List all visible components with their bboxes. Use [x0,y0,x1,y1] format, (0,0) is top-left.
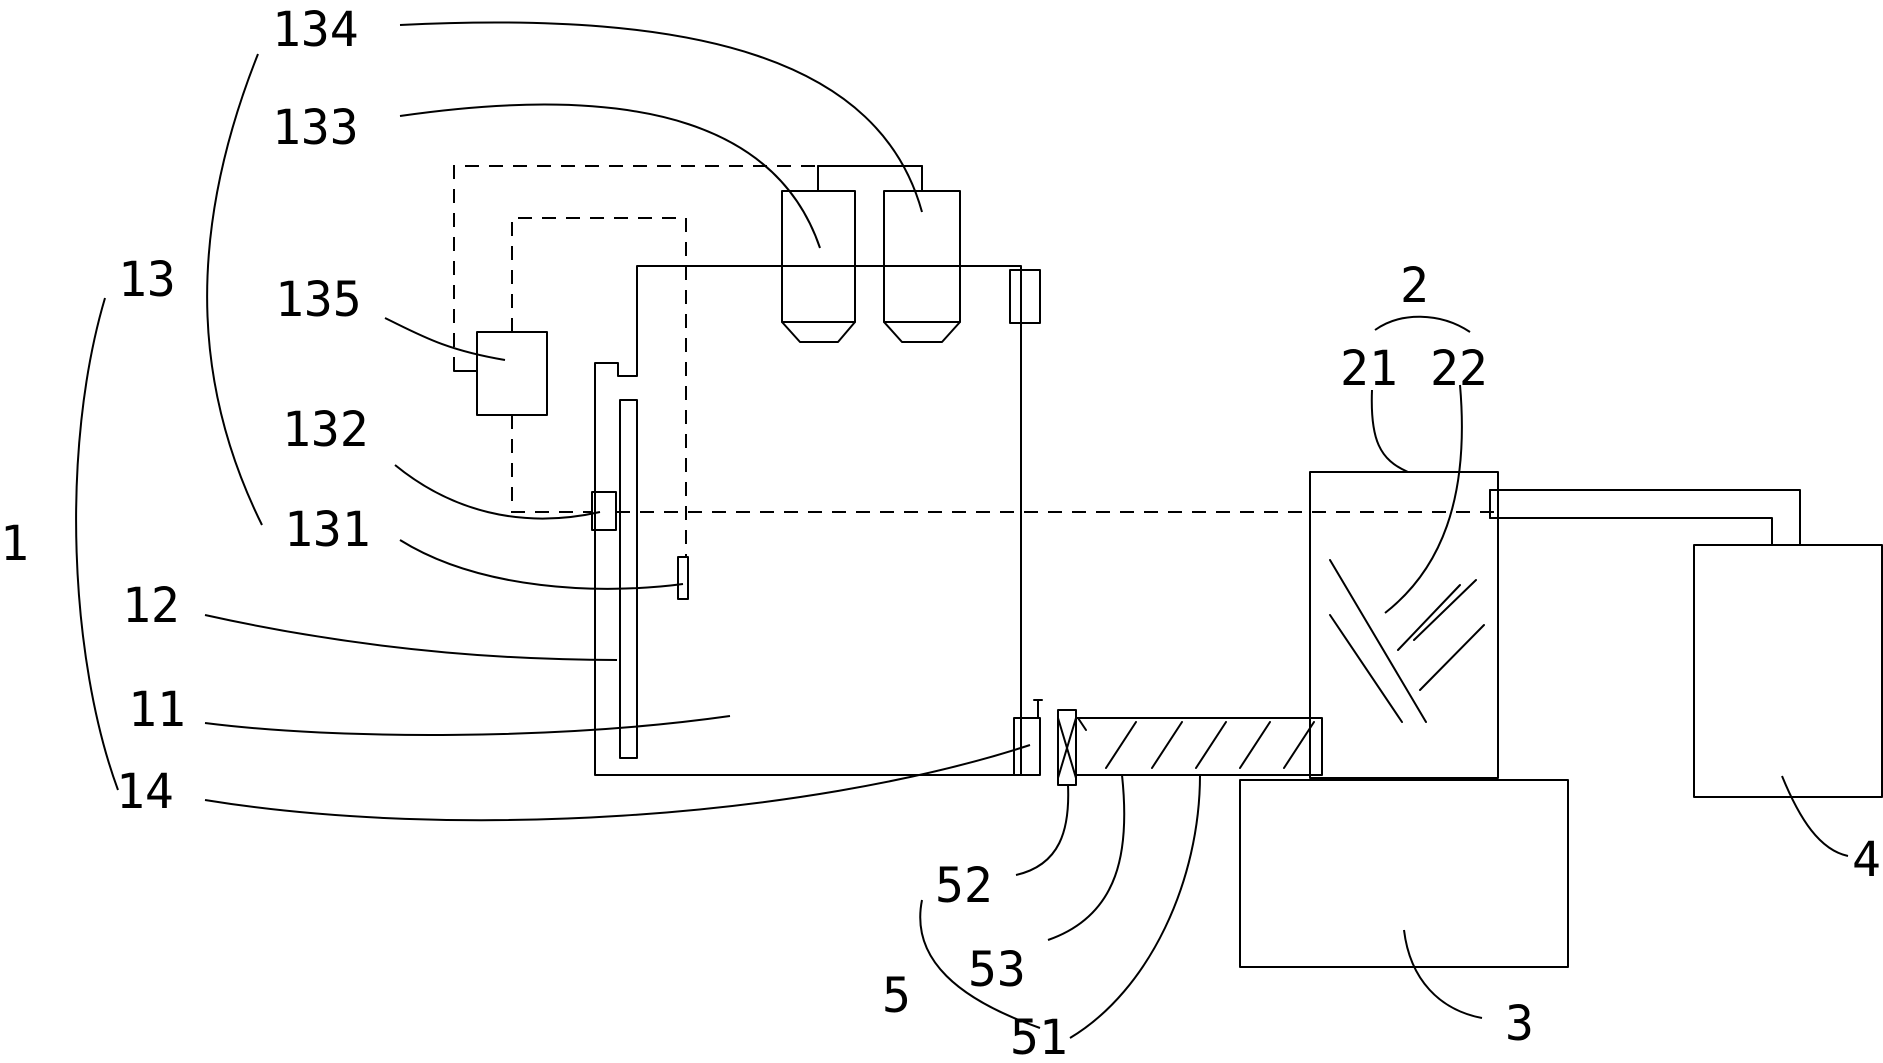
label-14: 14 [116,764,174,820]
hoppers [781,165,961,343]
separator [1309,471,1499,779]
label-13: 13 [118,252,176,308]
top-right-connector [1009,269,1041,324]
label-21: 21 [1340,341,1398,397]
label-135: 135 [275,272,362,328]
leader-lines [75,21,1849,1039]
inner-plate [619,399,638,759]
label-22: 22 [1430,341,1488,397]
tank-4 [1489,489,1883,798]
control-wiring [453,165,1496,557]
base-3 [1239,779,1569,968]
tank-4-body [1693,544,1883,798]
label-4: 4 [1852,832,1881,888]
label-51: 51 [1010,1010,1068,1063]
label-11: 11 [128,682,186,738]
label-134: 134 [272,2,359,58]
probe-131 [677,556,689,600]
label-132: 132 [282,402,369,458]
label-1: 1 [0,516,29,572]
label-133: 133 [272,100,359,156]
controller-135 [476,331,548,416]
label-3: 3 [1505,996,1534,1052]
outlet-14 [1013,717,1041,776]
main-tank [591,265,1041,776]
separator-body-21 [1309,471,1499,779]
label-12: 12 [122,578,180,634]
label-131: 131 [284,502,371,558]
label-5: 5 [882,968,911,1024]
label-52: 52 [935,858,993,914]
label-53: 53 [968,942,1026,998]
screw-conveyor [1013,699,1323,786]
label-2: 2 [1400,258,1429,314]
